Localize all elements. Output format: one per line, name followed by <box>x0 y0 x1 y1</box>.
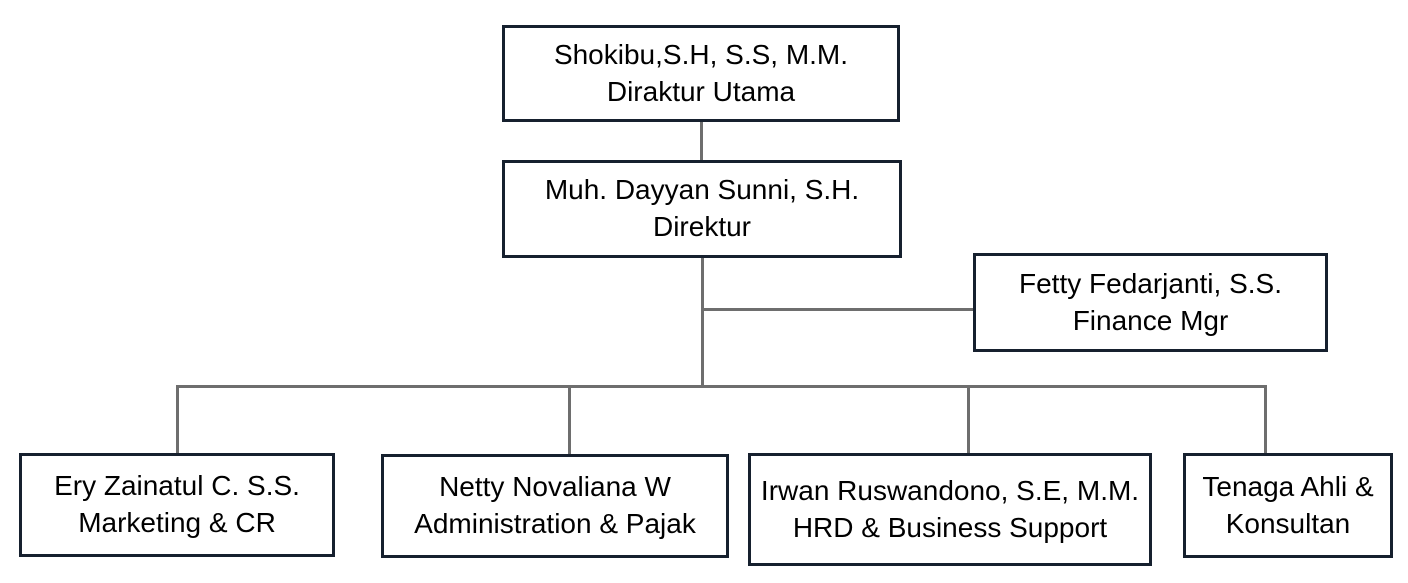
connector-diraktur-utama-direktur <box>700 122 703 160</box>
person-name: Netty Novaliana W <box>439 471 671 503</box>
person-name: Fetty Fedarjanti, S.S. <box>1019 267 1282 299</box>
person-role: Marketing & CR <box>78 507 276 538</box>
person-name: Ery Zainatul C. S.S. <box>54 470 300 502</box>
connector-direktur-finance-mgr <box>701 308 973 311</box>
connector-drop-tenaga-ahli-konsultan <box>1264 385 1267 453</box>
org-node-tenaga-ahli-konsultan: Tenaga Ahli & Konsultan <box>1183 453 1393 558</box>
org-node-administration-pajak: Netty Novaliana W Administration & Pajak <box>381 454 729 558</box>
connector-drop-marketing-cr <box>176 385 179 453</box>
person-name: Tenaga Ahli & <box>1202 470 1374 502</box>
org-node-finance-mgr: Fetty Fedarjanti, S.S. Finance Mgr <box>973 253 1328 352</box>
person-name: Shokibu,S.H, S.S, M.M. <box>553 38 849 70</box>
person-role: Administration & Pajak <box>414 508 696 539</box>
connector-branch-horizontal <box>176 385 1267 388</box>
person-role: Direktur <box>652 211 751 242</box>
org-node-marketing-cr: Ery Zainatul C. S.S. Marketing & CR <box>19 453 335 557</box>
connector-drop-administration-pajak <box>568 385 571 454</box>
connector-direktur-stem <box>701 258 704 388</box>
person-role: Finance Mgr <box>1072 304 1229 336</box>
person-name: Muh. Dayyan Sunni, S.H. <box>544 174 860 206</box>
connector-drop-hrd-business-support <box>967 385 970 453</box>
person-role: Konsultan <box>1225 507 1351 539</box>
person-role: HRD & Business Support <box>792 511 1108 543</box>
org-node-direktur: Muh. Dayyan Sunni, S.H. Direktur <box>502 160 902 258</box>
org-node-diraktur-utama: Shokibu,S.H, S.S, M.M. Diraktur Utama <box>502 25 900 122</box>
org-node-hrd-business-support: Irwan Ruswandono, S.E, M.M. HRD & Busine… <box>748 453 1152 566</box>
person-name: Irwan Ruswandono, S.E, M.M. <box>760 474 1140 506</box>
person-role: Diraktur Utama <box>606 75 796 107</box>
